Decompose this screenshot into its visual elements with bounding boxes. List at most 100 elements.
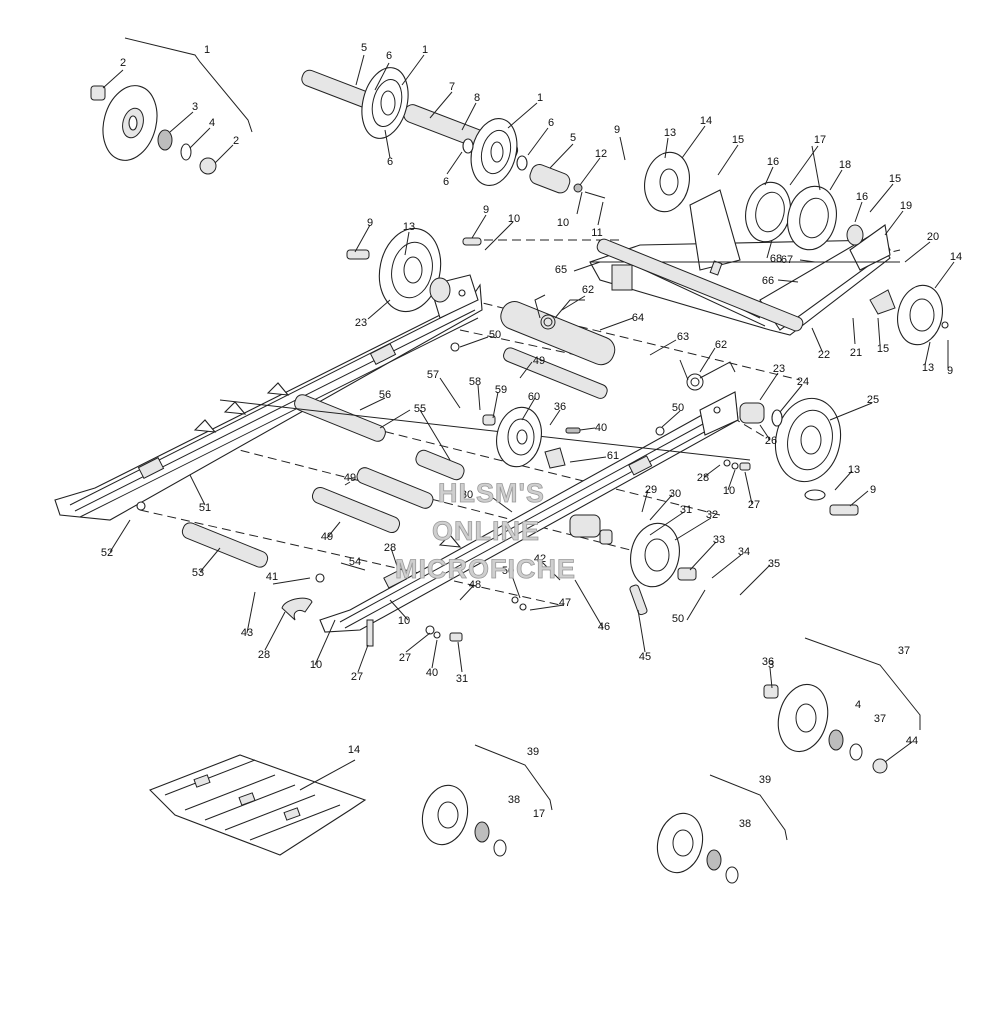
part-label: 65 [555,264,567,276]
part-label: 45 [639,651,651,663]
rear-upper-idlers [644,151,949,346]
idler-kit-14 [421,744,553,857]
part-label: 62 [715,339,727,351]
part-label: 41 [266,571,278,583]
part-label: 63 [677,331,689,343]
part-label: 25 [867,394,879,406]
part-label: 67 [781,254,793,266]
part-label: 50 [502,565,514,577]
part-label: 52 [101,547,113,559]
part-label: 15 [877,343,889,355]
watermark-line-2: ONLINE [432,516,540,546]
part-label: 10 [310,659,322,671]
part-label: 15 [732,134,744,146]
part-label: 24 [797,376,809,388]
part-label: 27 [351,671,363,683]
part-label: 48 [469,579,481,591]
part-label: 37 [898,645,910,657]
part-label: 13 [848,464,860,476]
part-label: 9 [870,484,876,496]
part-label: 14 [950,251,962,263]
part-label: 5 [570,132,576,144]
part-label: 49 [321,531,333,543]
part-label: 1 [204,44,210,56]
part-label: 36 [554,401,566,413]
slide-44 [149,754,367,856]
part-label: 32 [706,509,718,521]
part-label: 59 [495,384,507,396]
part-label: 55 [414,403,426,415]
part-label: 57 [427,369,439,381]
part-label: 14 [700,115,712,127]
part-label: 5 [361,42,367,54]
center-idler-60 [482,406,581,469]
part-label: 26 [765,435,777,447]
part-label: 35 [768,558,780,570]
part-label: 22 [818,349,830,361]
part-label: 40 [426,667,438,679]
part-label: 51 [199,502,211,514]
part-label: 23 [773,363,785,375]
part-label: 14 [348,744,360,756]
part-label: 16 [856,191,868,203]
part-label: 16 [767,156,779,168]
right-rail [319,391,739,633]
rear-idler-25 [739,397,859,516]
part-label: 10 [508,213,520,225]
part-label: 2 [233,135,239,147]
part-label: 8 [474,92,480,104]
part-label: 18 [839,159,851,171]
part-label: 31 [456,673,468,685]
part-label: 4 [855,699,861,711]
part-label: 23 [355,317,367,329]
part-label: 46 [598,621,610,633]
left-rail [54,274,483,521]
part-label: 54 [349,556,361,568]
part-label: 1 [422,44,428,56]
part-label: 68 [770,253,782,265]
part-label: 33 [713,534,725,546]
part-label: 9 [614,124,620,136]
part-label: 9 [483,204,489,216]
part-label: 42 [534,553,546,565]
part-label: 27 [399,652,411,664]
part-label: 64 [632,312,644,324]
part-label: 6 [386,50,392,62]
part-label: 3 [192,101,198,113]
hardware-misc [136,342,751,647]
part-label: 40 [595,422,607,434]
part-label: 39 [527,746,539,758]
part-label: 10 [723,485,735,497]
cross-tubes [181,69,804,568]
leader-lines [102,54,955,791]
part-label: 13 [403,221,415,233]
part-label: 17 [533,808,545,820]
part-label: 28 [384,542,396,554]
part-label: 34 [738,546,750,558]
part-label: 11 [591,227,602,239]
part-label: 37 [874,713,886,725]
part-label: 6 [548,117,554,129]
part-label: 12 [595,148,607,160]
part-label: 2 [120,57,126,69]
part-label: 47 [559,597,571,609]
left-mid-idler [346,227,482,313]
part-label: 3 [768,659,774,671]
part-label: 10 [557,217,569,229]
part-label: 62 [582,284,594,296]
part-label: 58 [469,376,481,388]
part-label: 61 [607,450,619,462]
part-label: 50 [672,402,684,414]
part-label: 28 [258,649,270,661]
part-label: 4 [209,117,215,129]
part-label: 43 [241,627,253,639]
part-label: 60 [528,391,540,403]
part-label: 27 [748,499,760,511]
part-label: 30 [461,489,473,501]
part-label: 15 [889,173,901,185]
part-label: 29 [645,484,657,496]
part-label: 50 [672,613,684,625]
part-label: 66 [762,275,774,287]
